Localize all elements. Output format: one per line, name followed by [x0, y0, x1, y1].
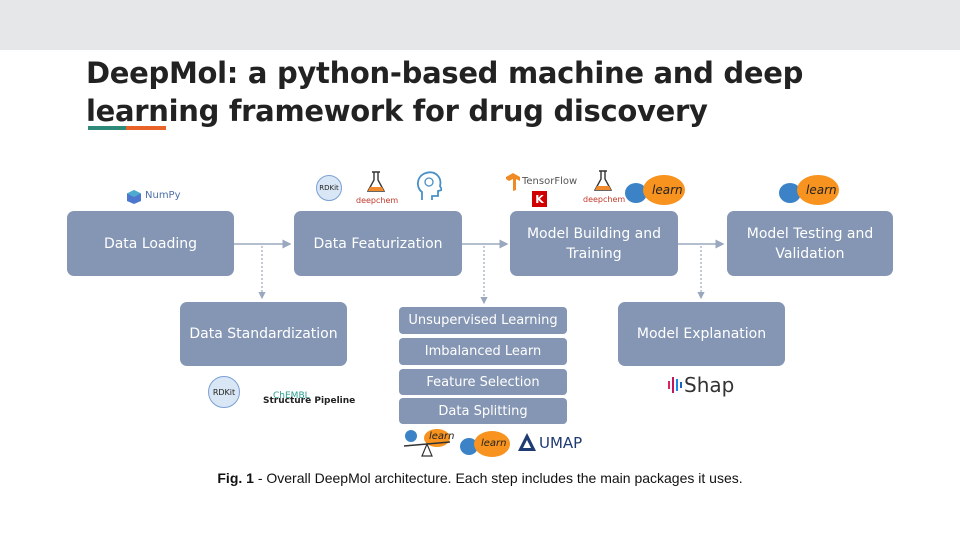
rdkit-logo-standardization: RDKit — [208, 376, 240, 408]
umap-triangle-icon — [518, 433, 536, 451]
numpy-label: NumPy — [145, 190, 181, 201]
numpy-logo: NumPy — [126, 189, 181, 209]
substep-unsupervised-learning: Unsupervised Learning — [399, 307, 567, 334]
rdkit-logo-featurization: RDKit — [316, 175, 342, 201]
structure-pipeline-label: Structure Pipeline — [263, 396, 356, 406]
shap-bars-icon — [668, 377, 682, 393]
top-bar — [0, 0, 960, 50]
umap-logo: UMAP — [517, 432, 582, 456]
substep-imbalanced-learn: Imbalanced Learn — [399, 338, 567, 365]
head-ai-icon — [414, 170, 444, 206]
keras-logo: K — [532, 191, 547, 207]
numpy-cube-icon — [127, 190, 141, 204]
caption-label: Fig. 1 — [217, 470, 254, 486]
substep-data-splitting: Data Splitting — [399, 398, 567, 424]
step-data-featurization: Data Featurization — [294, 211, 462, 276]
balance-icon — [403, 429, 451, 457]
title-underline-teal — [88, 126, 126, 130]
step-data-loading: Data Loading — [67, 211, 234, 276]
flask-icon — [366, 171, 386, 192]
deepchem-logo-building: deepchem — [583, 170, 625, 204]
deepchem-logo-featurization: deepchem — [356, 171, 398, 205]
step-model-building: Model Building and Training — [510, 211, 678, 276]
flask-icon — [593, 170, 613, 191]
title-underline-orange — [126, 126, 166, 130]
chembl-logo: ChEMBL — [273, 391, 310, 401]
tensorflow-icon — [506, 173, 520, 191]
imbalanced-learn-logo: learn — [402, 426, 455, 458]
step-data-standardization: Data Standardization — [180, 302, 347, 366]
figure-caption: Fig. 1 - Overall DeepMol architecture. E… — [0, 470, 960, 486]
sklearn-logo-substeps: learn — [460, 430, 510, 457]
sklearn-logo-testing: learn — [779, 173, 839, 205]
step-model-explanation: Model Explanation — [618, 302, 785, 366]
step-model-testing: Model Testing and Validation — [727, 211, 893, 276]
shap-logo: Shap — [668, 373, 734, 398]
slide-title: DeepMol: a python-based machine and deep… — [86, 56, 804, 128]
tensorflow-logo: TensorFlow — [505, 173, 577, 195]
substep-feature-selection: Feature Selection — [399, 369, 567, 395]
sklearn-logo-building: learn — [625, 173, 685, 205]
caption-text: - Overall DeepMol architecture. Each ste… — [253, 470, 743, 486]
